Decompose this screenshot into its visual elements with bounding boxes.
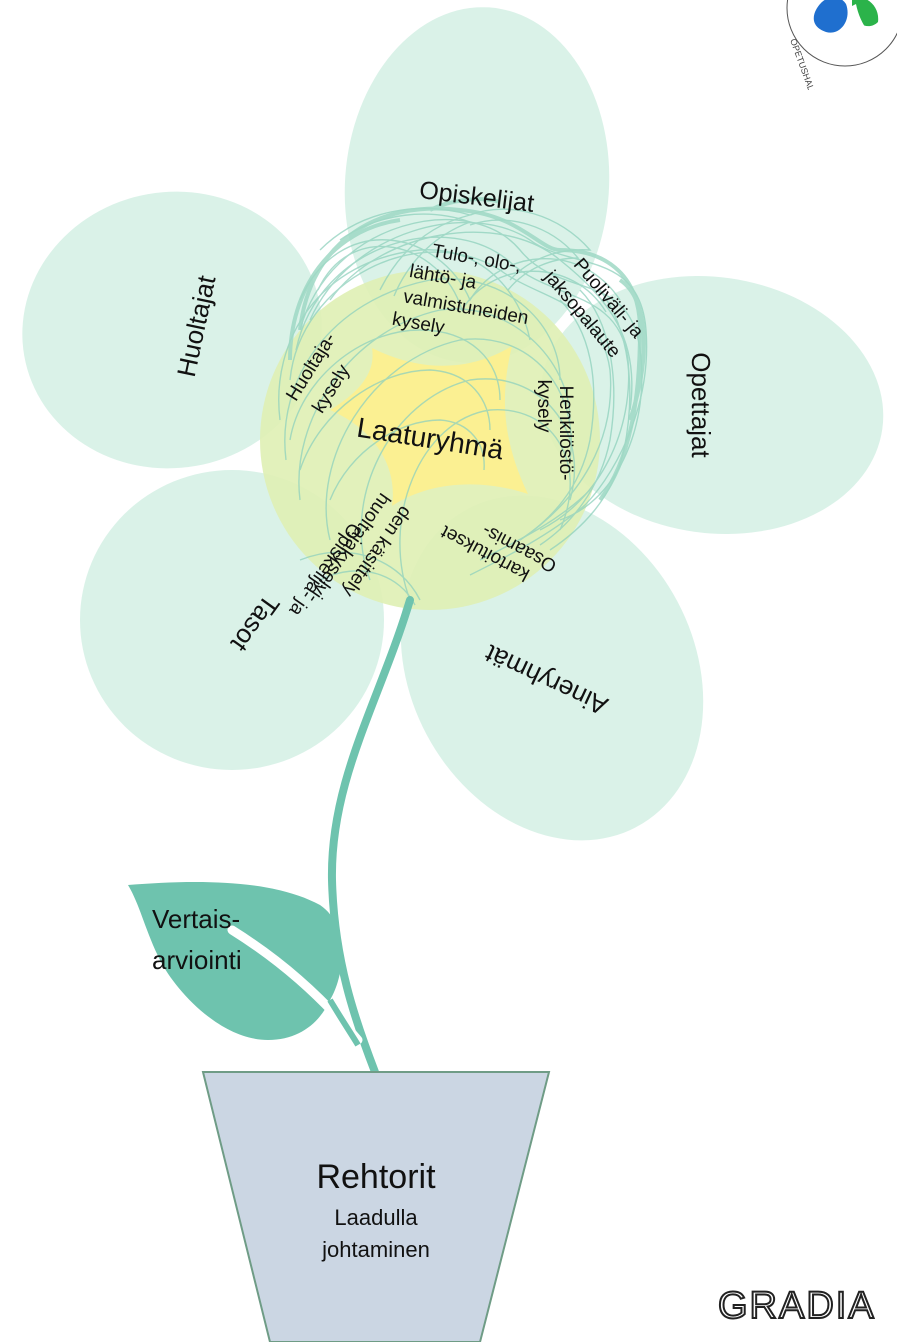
seal-text: OPETUSHALLITUS [788, 37, 825, 116]
leaf-label-line-2: arviointi [152, 945, 242, 975]
inner-label-henkilosto: Henkilöstö- kysely [533, 380, 576, 481]
henkilosto-line-1: Henkilöstö- [555, 385, 576, 480]
pot [201, 1071, 551, 1342]
leaf-stalk [327, 998, 361, 1047]
leaf-label-line-1: Vertais- [152, 904, 240, 934]
gradia-logo: GRADIA [718, 1285, 876, 1327]
pot-subtitle-line-2: johtaminen [321, 1237, 430, 1262]
pot-subtitle-line-1: Laadulla [334, 1205, 418, 1230]
stem [327, 596, 414, 1076]
leaf-shape [128, 881, 342, 1040]
opetushallitus-seal-logo: OPETUSHALLITUS [786, 0, 897, 116]
petal-label-right: Opettajat [686, 352, 716, 458]
petals [22, 7, 884, 841]
petal-right [540, 276, 884, 534]
leaf [128, 881, 363, 1047]
pot-title: Rehtorit [316, 1158, 436, 1196]
henkilosto-line-2: kysely [533, 380, 554, 433]
core-scribble [278, 207, 648, 606]
core-outline-strokes [288, 197, 646, 502]
petal-left [22, 191, 322, 469]
